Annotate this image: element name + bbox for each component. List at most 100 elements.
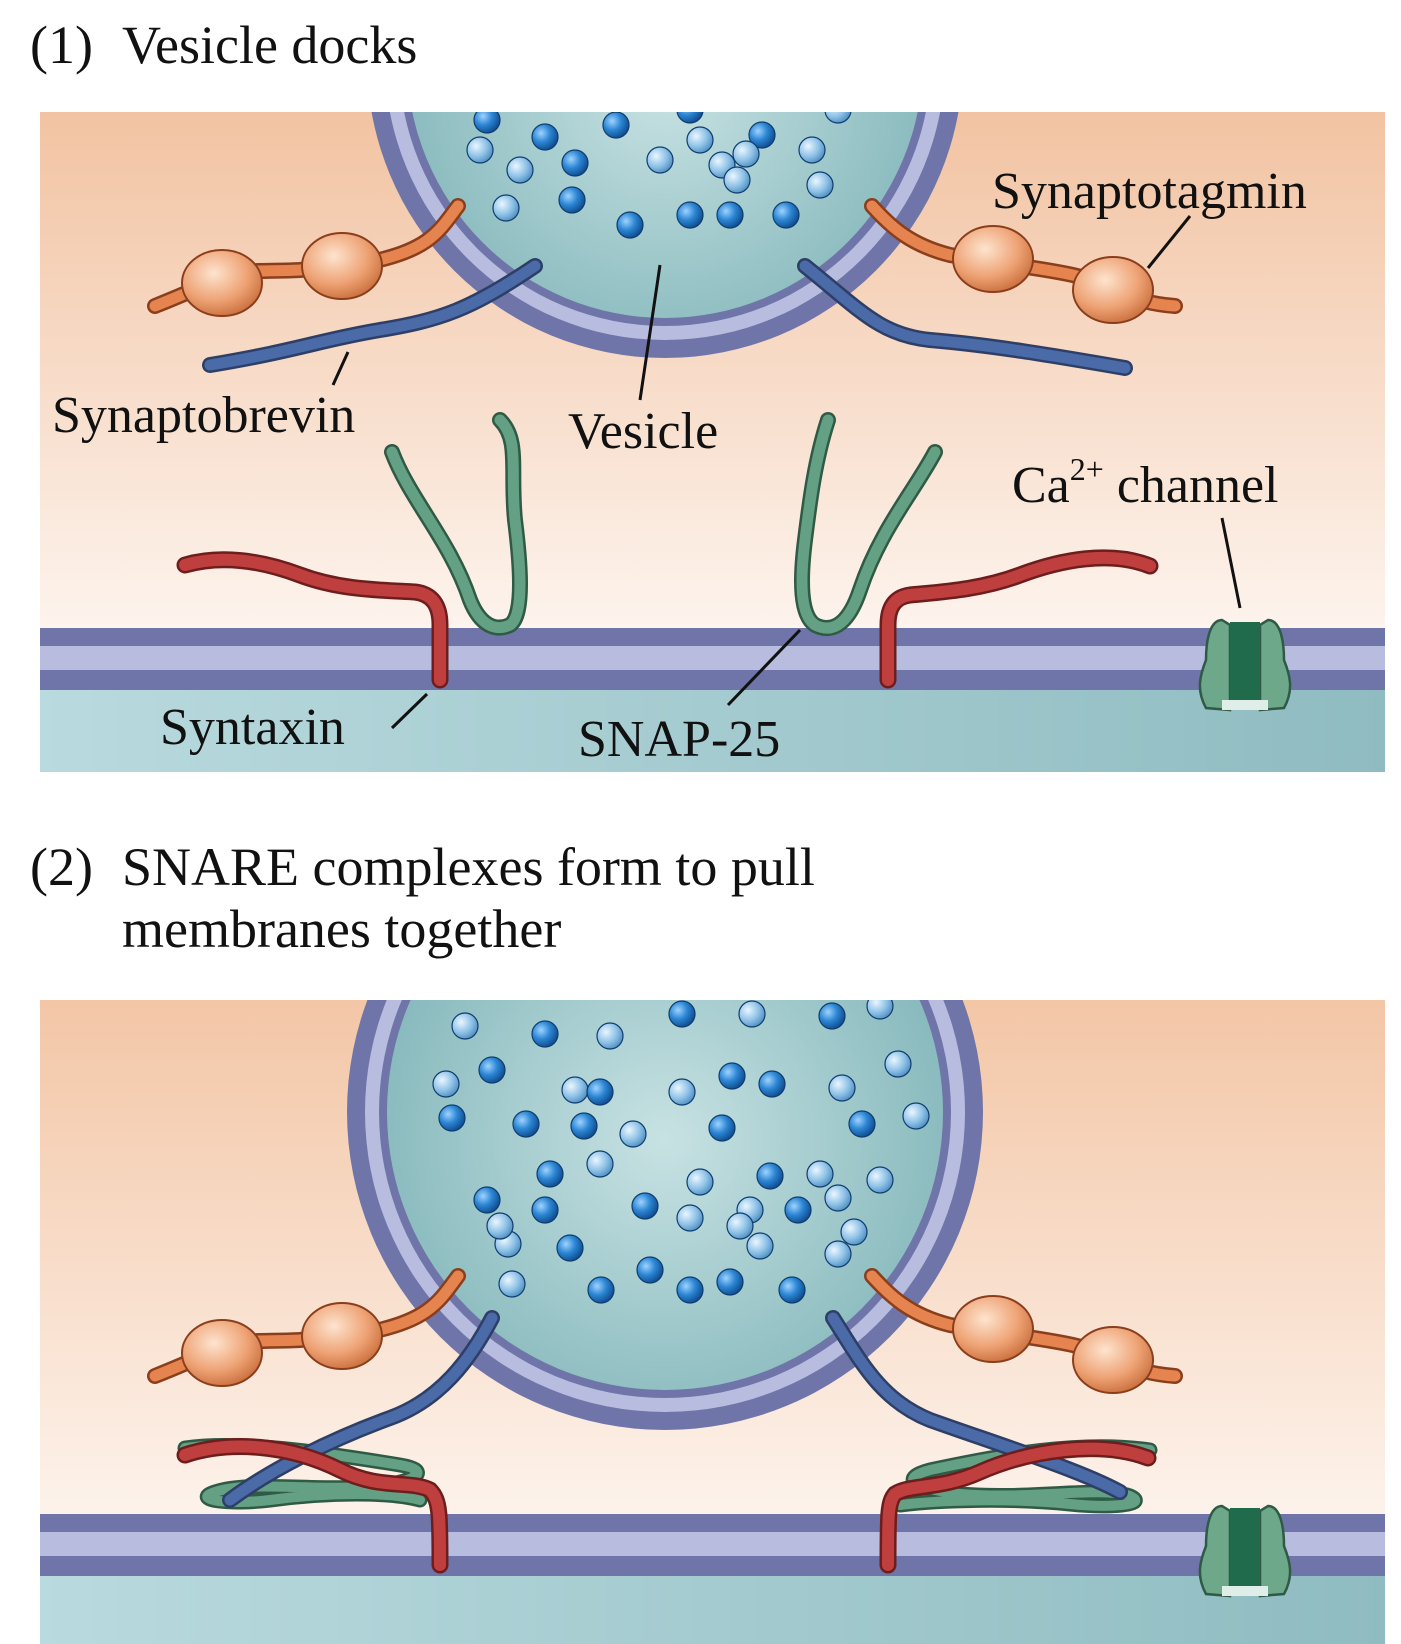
neurotransmitter-dot [824,112,852,124]
neurotransmitter-dot [748,121,776,149]
neurotransmitter-dot [616,211,644,239]
neurotransmitter-dot [668,1000,696,1028]
panel2-neurotransmitter-dots [432,1000,930,1304]
panel1-caption: (1) Vesicle docks [30,14,417,76]
neurotransmitter-dot [531,1196,559,1224]
label-synaptotagmin: Synaptotagmin [992,163,1307,220]
neurotransmitter-dot [531,1020,559,1048]
neurotransmitter-dot [586,1078,614,1106]
neurotransmitter-dot [756,1162,784,1190]
neurotransmitter-dot [570,1112,598,1140]
neurotransmitter-dot [784,1196,812,1224]
neurotransmitter-dot [716,1268,744,1296]
neurotransmitter-dot [676,201,704,229]
neurotransmitter-dot [512,1110,540,1138]
neurotransmitter-dot [596,1022,624,1050]
panel1-extracellular [40,690,1385,772]
neurotransmitter-dot [806,171,834,199]
panel2-title-line1: SNARE complexes form to pull [122,837,815,897]
panel2 [40,1000,1385,1644]
neurotransmitter-dot [824,1184,852,1212]
panel1-neurotransmitter-dots [466,112,852,239]
neurotransmitter-dot [716,201,744,229]
neurotransmitter-dot [772,201,800,229]
neurotransmitter-dot [558,186,586,214]
panel2-synaptotagmin-left [147,1268,466,1387]
neurotransmitter-dot [848,1110,876,1138]
neurotransmitter-dot [798,136,826,164]
panel1-synaptotagmin-left [147,198,466,317]
neurotransmitter-dot [498,1270,526,1298]
neurotransmitter-dot [824,1240,852,1268]
neurotransmitter-dot [676,1204,704,1232]
panel1-snap25-left [384,412,528,636]
panel1-vesicle [371,112,959,358]
neurotransmitter-dot [492,194,520,222]
label-snap25: SNAP-25 [578,711,780,768]
neurotransmitter-dot [556,1234,584,1262]
neurotransmitter-dot [676,1276,704,1304]
neurotransmitter-dot [866,1000,894,1020]
neurotransmitter-dot [561,1076,589,1104]
panel2-plasma-membrane [40,1514,1385,1576]
neurotransmitter-dot [602,112,630,139]
neurotransmitter-dot [473,112,501,134]
neurotransmitter-dot [828,1074,856,1102]
neurotransmitter-dot [902,1102,930,1130]
neurotransmitter-dot [758,1070,786,1098]
neurotransmitter-dot [686,126,714,154]
neurotransmitter-dot [473,1186,501,1214]
label-ca-channel-ca: Ca [1012,457,1070,514]
panel1-number: (1) [30,15,93,75]
neurotransmitter-dot [718,1062,746,1090]
neurotransmitter-dot [536,1160,564,1188]
neurotransmitter-dot [646,146,674,174]
neurotransmitter-dot [451,1012,479,1040]
neurotransmitter-dot [818,1002,846,1030]
panel2-extracellular [40,1576,1385,1644]
label-ca-channel-suffix: channel [1104,457,1279,514]
neurotransmitter-dot [746,1232,774,1260]
panel2-snare-complex-left [176,1310,500,1574]
panel1-leader-lines [331,215,1242,730]
neurotransmitter-dot [636,1256,664,1284]
label-ca-channel: Ca2+ channel [1012,451,1279,514]
panel1-ca-channel [1198,618,1292,712]
neurotransmitter-dot [619,1120,647,1148]
neurotransmitter-dot [466,136,494,164]
neurotransmitter-dot [676,112,704,124]
neurotransmitter-dot [806,1160,834,1188]
panel1: Synaptotagmin Synaptobrevin Vesicle Ca2+… [40,112,1385,772]
neurotransmitter-dot [738,1000,766,1028]
panel1-synaptotagmin-right [864,198,1183,324]
neurotransmitter-dot [686,1168,714,1196]
panel1-syntaxin-right [879,549,1159,689]
panel2-vesicle [347,1000,983,1430]
label-ca-channel-sup: 2+ [1070,451,1104,487]
panel1-snap25-right [794,412,943,637]
panel2-title-line2: membranes together [122,899,562,959]
label-synaptobrevin: Synaptobrevin [52,387,355,444]
neurotransmitter-dot [438,1104,466,1132]
panel2-snare-complex-right [825,1310,1158,1574]
panel2-caption: (2)SNARE complexes form to pull membrane… [30,836,815,960]
label-vesicle: Vesicle [568,403,718,460]
panel1-syntaxin-left [176,551,449,689]
neurotransmitter-dot [884,1050,912,1078]
neurotransmitter-dot [478,1056,506,1084]
neurotransmitter-dot [486,1212,514,1240]
neurotransmitter-dot [531,123,559,151]
neurotransmitter-dot [506,156,534,184]
panel2-synaptotagmin-right [864,1268,1183,1394]
neurotransmitter-dot [732,140,760,168]
neurotransmitter-dot [866,1166,894,1194]
neurotransmitter-dot [708,1114,736,1142]
neurotransmitter-dot [631,1192,659,1220]
neurotransmitter-dot [726,1212,754,1240]
panel1-title: Vesicle docks [122,15,418,75]
neurotransmitter-dot [587,1276,615,1304]
panel1-plasma-membrane [40,628,1385,690]
neurotransmitter-dot [432,1070,460,1098]
neurotransmitter-dot [561,149,589,177]
